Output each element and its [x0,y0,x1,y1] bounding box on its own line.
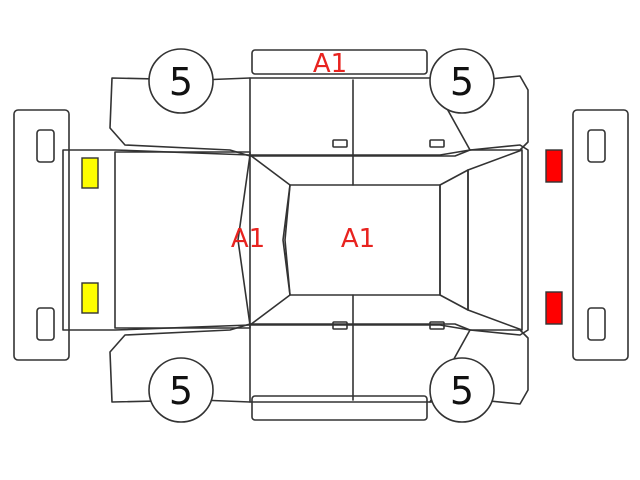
tire-front-right: 5 [148,357,214,423]
tire-rear-left-value: 5 [450,60,474,104]
tire-front-right-value: 5 [169,369,193,413]
front-bumper [13,109,70,361]
tire-rear-right-value: 5 [450,369,474,413]
front-lamp-top [81,157,99,189]
rear-window [439,169,469,311]
tire-rear-right: 5 [429,357,495,423]
tire-front-left: 5 [148,48,214,114]
tire-rear-left: 5 [429,48,495,114]
tire-front-left-value: 5 [169,60,193,104]
rear-lamp-top [545,149,563,183]
damage-mark-roof: A1 [341,224,375,254]
front-lamp-bottom [81,282,99,314]
hood [114,151,251,329]
rear-bumper [572,109,629,361]
damage-mark-roof-edge: A1 [313,49,347,79]
bottom-sill-panel [251,395,428,421]
roof [282,184,441,296]
rear-lamp-bottom [545,291,563,325]
damage-mark-windshield: A1 [231,224,265,254]
trunk [467,149,523,331]
top-view-body [62,144,529,336]
top-sill-panel [251,49,428,75]
